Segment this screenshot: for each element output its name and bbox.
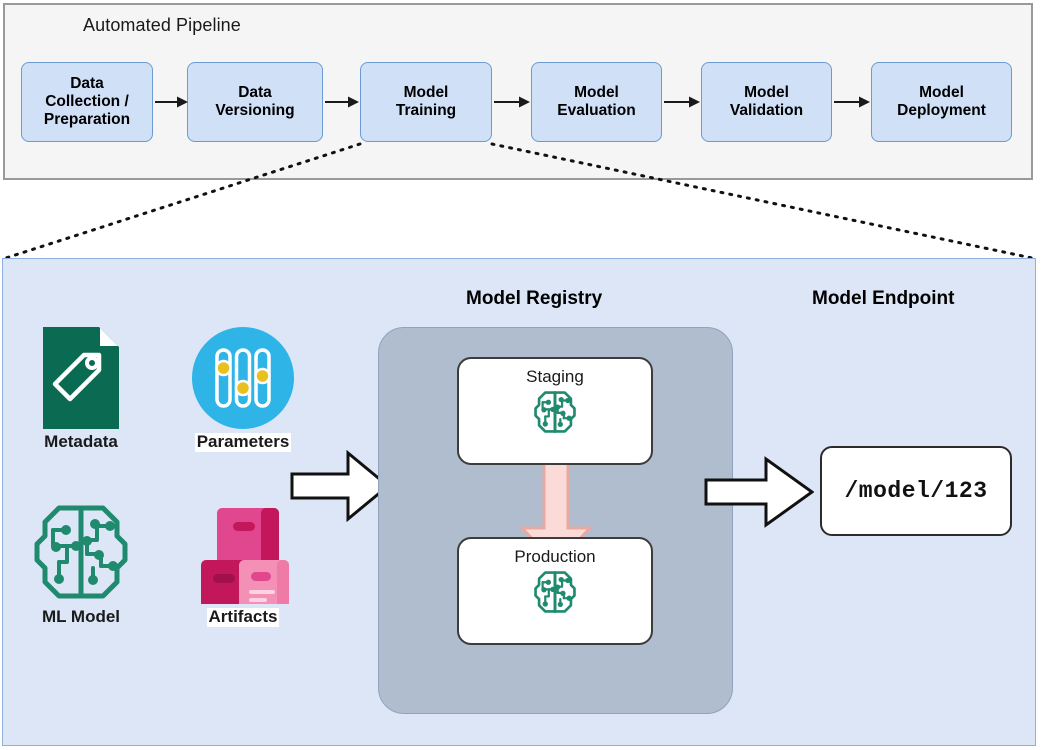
- asset-parameters[interactable]: Parameters: [168, 327, 318, 452]
- pipeline-arrow-5: [834, 96, 870, 108]
- model-endpoint-card[interactable]: /model/123: [820, 446, 1012, 536]
- endpoint-path: /model/123: [844, 478, 988, 504]
- registry-card-staging[interactable]: Staging: [457, 357, 653, 465]
- brain-circuit-icon: [534, 571, 576, 613]
- asset-label: Metadata: [44, 432, 118, 451]
- pipeline-title: Automated Pipeline: [83, 15, 241, 35]
- asset-ml-model[interactable]: ML Model: [6, 500, 156, 627]
- pipeline-arrow-2: [325, 96, 359, 108]
- assets-to-registry-arrow: [290, 450, 390, 522]
- model-registry-heading: Model Registry: [466, 288, 603, 309]
- brain-circuit-icon: [534, 391, 576, 433]
- document-tag-icon: [43, 327, 119, 429]
- pipeline-arrow-1: [155, 96, 188, 108]
- asset-label: Artifacts: [206, 607, 280, 627]
- registry-to-endpoint-arrow: [704, 456, 814, 528]
- sliders-circle-icon: [192, 327, 294, 429]
- registry-card-production[interactable]: Production: [457, 537, 653, 645]
- model-endpoint-heading: Model Endpoint: [812, 288, 955, 309]
- asset-artifacts[interactable]: Artifacts: [168, 500, 318, 627]
- boxes-icon: [201, 508, 289, 604]
- asset-metadata[interactable]: Metadata: [6, 327, 156, 452]
- registry-card-label: Staging: [526, 367, 584, 386]
- pipeline-arrow-3: [494, 96, 530, 108]
- asset-label: Parameters: [194, 432, 292, 452]
- brain-circuit-icon: [34, 505, 128, 599]
- asset-label: ML Model: [41, 607, 121, 626]
- registry-card-label: Production: [514, 547, 596, 566]
- pipeline-arrow-4: [664, 96, 700, 108]
